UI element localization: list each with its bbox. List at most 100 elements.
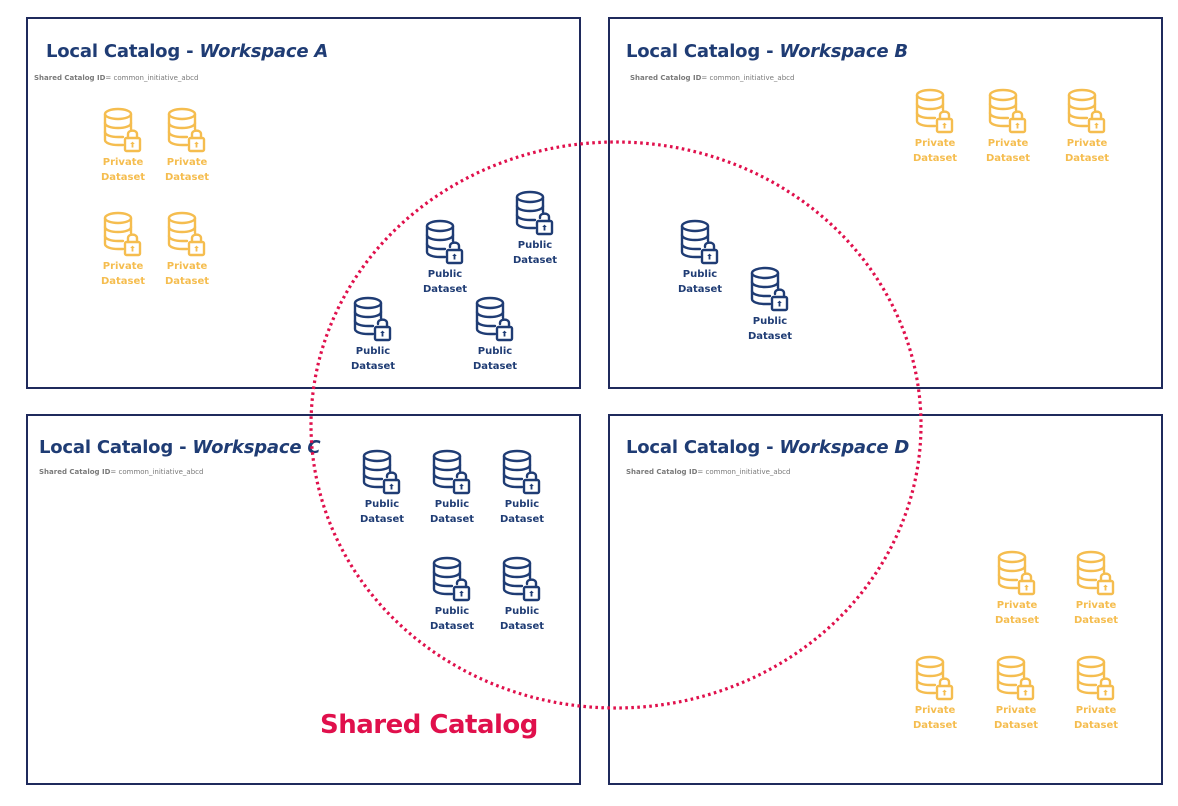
dataset-label-line1: Private [1066, 138, 1108, 149]
unlocked-database-icon [475, 296, 514, 342]
locked-database-icon [103, 211, 142, 257]
dataset-label-line1: Private [102, 261, 144, 272]
dataset-label-line2: Dataset [993, 720, 1039, 731]
dataset-label-line1: Private [166, 261, 208, 272]
dataset-label-line1: Private [987, 138, 1029, 149]
dataset-label-line1: Private [996, 600, 1038, 611]
catalog-id-value: = common_initiative_abcd [105, 74, 199, 82]
dataset-label-line2: Dataset [164, 172, 210, 183]
locked-database-icon [997, 550, 1036, 596]
workspace-a-catalog-id: Shared Catalog ID= common_initiative_abc… [34, 74, 198, 82]
title-prefix: Local Catalog - [39, 437, 193, 458]
catalog-id-label: Shared Catalog ID [39, 468, 111, 476]
unlocked-database-icon [353, 296, 392, 342]
dataset-label-line1: Public [434, 499, 470, 510]
private-dataset-a-2: Private Dataset [152, 107, 222, 185]
locked-database-icon [996, 655, 1035, 701]
dataset-label-line2: Dataset [429, 514, 475, 525]
private-dataset-d-3: Private Dataset [900, 655, 970, 733]
dataset-label-line2: Dataset [985, 153, 1031, 164]
private-dataset-d-4: Private Dataset [981, 655, 1051, 733]
public-dataset-a-3: Public Dataset [338, 296, 408, 374]
dataset-label-line1: Public [477, 346, 513, 357]
workspace-d-catalog-id: Shared Catalog ID= common_initiative_abc… [626, 468, 790, 476]
workspace-b-catalog-id: Shared Catalog ID= common_initiative_abc… [630, 74, 794, 82]
public-dataset-b-2: Public Dataset [735, 266, 805, 344]
locked-database-icon [1067, 88, 1106, 134]
locked-database-icon [167, 107, 206, 153]
workspace-b-title: Local Catalog - Workspace B [626, 41, 908, 62]
workspace-b-box: Local Catalog - Workspace B Shared Catal… [608, 17, 1163, 389]
catalog-id-label: Shared Catalog ID [626, 468, 698, 476]
public-dataset-a-4: Public Dataset [460, 296, 530, 374]
workspace-d-title: Local Catalog - Workspace D [626, 437, 909, 458]
dataset-label-line1: Public [364, 499, 400, 510]
dataset-label-line1: Private [914, 138, 956, 149]
dataset-label-line2: Dataset [994, 615, 1040, 626]
dataset-label-line1: Public [504, 606, 540, 617]
private-dataset-d-5: Private Dataset [1061, 655, 1131, 733]
title-prefix: Local Catalog - [46, 41, 200, 62]
dataset-label-line2: Dataset [747, 331, 793, 342]
locked-database-icon [988, 88, 1027, 134]
private-dataset-a-4: Private Dataset [152, 211, 222, 289]
public-dataset-c-5: Public Dataset [487, 556, 557, 634]
public-dataset-c-2: Public Dataset [417, 449, 487, 527]
catalog-id-label: Shared Catalog ID [34, 74, 106, 82]
unlocked-database-icon [502, 556, 541, 602]
dataset-label-line2: Dataset [912, 153, 958, 164]
dataset-label-line2: Dataset [100, 172, 146, 183]
private-dataset-b-3: Private Dataset [1052, 88, 1122, 166]
dataset-label-line1: Private [166, 157, 208, 168]
dataset-label-line2: Dataset [1064, 153, 1110, 164]
locked-database-icon [915, 655, 954, 701]
title-prefix: Local Catalog - [626, 437, 780, 458]
private-dataset-d-1: Private Dataset [982, 550, 1052, 628]
dataset-label-line2: Dataset [512, 255, 558, 266]
dataset-label-line1: Private [102, 157, 144, 168]
unlocked-database-icon [680, 219, 719, 265]
workspace-c-title: Local Catalog - Workspace C [39, 437, 321, 458]
dataset-label-line1: Public [752, 316, 788, 327]
dataset-label-line1: Public [517, 240, 553, 251]
dataset-label-line1: Private [1075, 600, 1117, 611]
shared-catalog-label: Shared Catalog [320, 710, 538, 740]
public-dataset-a-1: Public Dataset [410, 219, 480, 297]
public-dataset-c-4: Public Dataset [417, 556, 487, 634]
public-dataset-a-2: Public Dataset [500, 190, 570, 268]
dataset-label-line2: Dataset [422, 284, 468, 295]
unlocked-database-icon [502, 449, 541, 495]
private-dataset-b-1: Private Dataset [900, 88, 970, 166]
unlocked-database-icon [432, 449, 471, 495]
locked-database-icon [103, 107, 142, 153]
private-dataset-a-3: Private Dataset [88, 211, 158, 289]
dataset-label-line2: Dataset [350, 361, 396, 372]
dataset-label-line2: Dataset [100, 276, 146, 287]
unlocked-database-icon [515, 190, 554, 236]
dataset-label-line1: Public [682, 269, 718, 280]
dataset-label-line2: Dataset [359, 514, 405, 525]
private-dataset-a-1: Private Dataset [88, 107, 158, 185]
catalog-id-value: = common_initiative_abcd [701, 74, 795, 82]
unlocked-database-icon [432, 556, 471, 602]
workspace-name: Workspace D [779, 437, 910, 458]
catalog-id-value: = common_initiative_abcd [697, 468, 791, 476]
dataset-label-line2: Dataset [499, 514, 545, 525]
workspace-name: Workspace B [779, 41, 908, 62]
public-dataset-c-3: Public Dataset [487, 449, 557, 527]
dataset-label-line2: Dataset [164, 276, 210, 287]
dataset-label-line2: Dataset [1073, 720, 1119, 731]
private-dataset-b-2: Private Dataset [973, 88, 1043, 166]
dataset-label-line1: Public [504, 499, 540, 510]
unlocked-database-icon [362, 449, 401, 495]
locked-database-icon [915, 88, 954, 134]
dataset-label-line2: Dataset [499, 621, 545, 632]
dataset-label-line2: Dataset [429, 621, 475, 632]
private-dataset-d-2: Private Dataset [1061, 550, 1131, 628]
dataset-label-line2: Dataset [677, 284, 723, 295]
dataset-label-line2: Dataset [1073, 615, 1119, 626]
locked-database-icon [167, 211, 206, 257]
workspace-name: Workspace A [199, 41, 329, 62]
dataset-label-line1: Public [427, 269, 463, 280]
dataset-label-line2: Dataset [472, 361, 518, 372]
